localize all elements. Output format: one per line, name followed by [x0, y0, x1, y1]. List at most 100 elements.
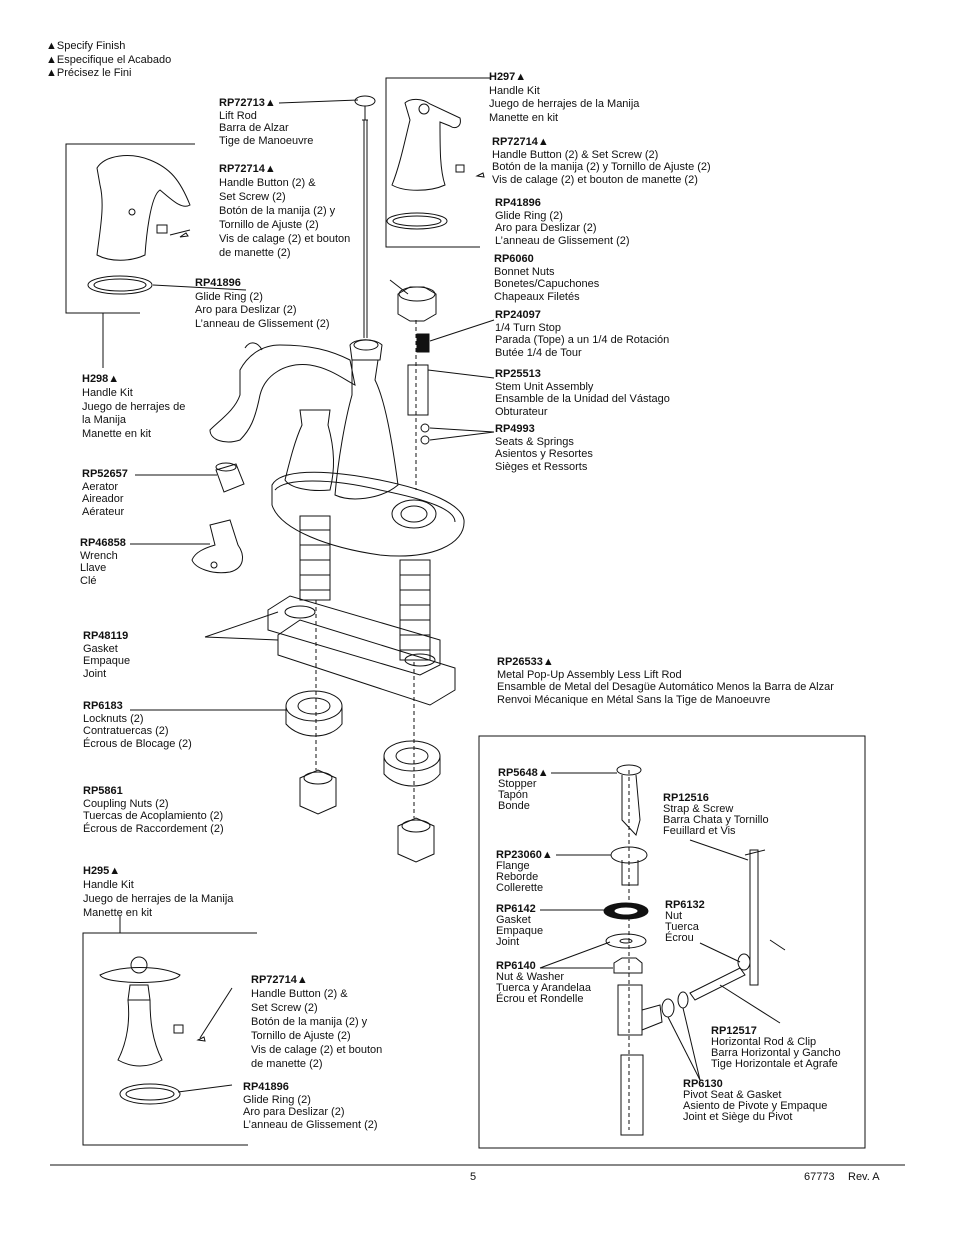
part-desc: Bonde: [498, 800, 530, 812]
part-desc: Locknuts (2): [83, 712, 144, 725]
wrench: [191, 519, 243, 574]
part-desc: Tapón: [498, 789, 528, 801]
part-desc: Metal Pop-Up Assembly Less Lift Rod: [497, 668, 682, 681]
callout-stopper: RP5648▲ Stopper Tapón Bonde: [498, 768, 549, 812]
lever-handle-kit-frame: [65, 143, 195, 314]
coupling-nuts: [299, 769, 435, 863]
metal-handle-kit-frame: [385, 77, 490, 248]
threaded-shanks: [299, 515, 431, 661]
part-desc: Gasket: [496, 914, 531, 926]
part-desc: Tuerca y Arandelaa: [496, 982, 591, 994]
part-desc: Écrou: [665, 932, 694, 944]
part-number: H298▲: [82, 373, 120, 385]
part-desc: Glide Ring (2): [195, 290, 263, 303]
part-desc: Nut & Washer: [496, 971, 565, 983]
part-desc: Feuillard et Vis: [663, 825, 736, 837]
part-number: RP26533▲: [497, 656, 554, 668]
popup-assembly-frame: [478, 735, 866, 1149]
callout-nut-washer: RP6140 Nut & Washer Tuerca y Arandelaa É…: [496, 961, 591, 1005]
part-number: RP48119: [83, 630, 129, 642]
part-desc: Juego de herrajes de: [82, 400, 186, 413]
part-desc: Manette en kit: [82, 428, 152, 441]
part-desc: Handle Button (2) & Set Screw (2): [492, 148, 659, 161]
part-desc: Flange: [496, 860, 530, 872]
part-desc: Asientos y Resortes: [495, 448, 593, 461]
part-desc: Barra Horizontal y Gancho: [711, 1047, 841, 1059]
part-desc: Collerette: [496, 882, 544, 894]
part-desc: Écrou et Rondelle: [496, 993, 584, 1005]
part-desc: Aro para Deslizar (2): [495, 222, 597, 235]
part-desc: Écrous de Blocage (2): [83, 737, 192, 750]
aerator: [215, 462, 245, 493]
part-desc: Chapeaux Filetés: [494, 290, 580, 303]
part-desc: Barra de Alzar: [219, 122, 289, 135]
part-desc: Juego de herrajes de la Manija: [489, 98, 640, 110]
part-desc: Botón de la manija (2) y: [251, 1016, 368, 1028]
part-desc: Handle Kit: [83, 879, 134, 891]
part-desc: Bonnet Nuts: [494, 265, 555, 278]
callout-drain-gasket: RP6142 Gasket Empaque Joint: [496, 904, 543, 948]
part-number: RP12516: [663, 792, 709, 804]
part-desc: Manette en kit: [489, 111, 559, 124]
part-desc: Renvoi Mécanique en Métal Sans la Tige d…: [497, 693, 771, 706]
part-desc: Aerator: [82, 480, 119, 493]
callout-strap-screw: RP12516 Strap & Screw Barra Chata y Torn…: [663, 793, 769, 837]
part-desc: L’anneau de Glissement (2): [243, 1118, 378, 1131]
lift-rod: [354, 95, 376, 338]
callout-glide-ring-metal: RP41896 Glide Ring (2) Aro para Deslizar…: [495, 197, 630, 247]
part-desc: Tornillo de Ajuste (2): [251, 1030, 351, 1042]
part-desc: Juego de herrajes de la Manija: [83, 893, 234, 905]
part-desc: Strap & Screw: [663, 803, 734, 815]
callout-nut: RP6132 Nut Tuerca Écrou: [665, 900, 705, 944]
part-number: RP4993: [495, 423, 535, 435]
part-number: RP41896: [195, 277, 241, 289]
part-desc: Handle Button (2) &: [251, 988, 348, 1000]
part-desc: Butée 1/4 de Tour: [495, 346, 582, 359]
callout-lift-rod: RP72713▲ Lift Rod Barra de Alzar Tige de…: [219, 97, 313, 147]
part-desc: Stopper: [498, 778, 537, 790]
part-desc: Botón de la manija (2) y Tornillo de Aju…: [492, 161, 711, 174]
part-desc: Coupling Nuts (2): [83, 797, 169, 810]
valve-stack: [397, 286, 437, 445]
callout-bonnet-nuts: RP6060 Bonnet Nuts Bonetes/Capuchones Ch…: [494, 253, 599, 303]
part-number: RP12517: [711, 1025, 757, 1037]
part-desc: Obturateur: [495, 405, 548, 418]
callout-locknuts: RP6183 Locknuts (2) Contratuercas (2) Éc…: [83, 700, 192, 750]
part-desc: Joint et Siège du Pivot: [683, 1111, 793, 1123]
part-desc: Sièges et Ressorts: [495, 460, 588, 473]
callout-h298: H298▲ Handle Kit Juego de herrajes de la…: [82, 373, 185, 442]
part-number: RP5861: [83, 785, 123, 797]
part-desc: Empaque: [83, 655, 131, 668]
callout-stem-unit: RP25513 Stem Unit Assembly Ensamble de l…: [495, 368, 670, 418]
callout-turn-stop: RP24097 1/4 Turn Stop Parada (Tope) a un…: [495, 309, 669, 359]
deck-gaskets: [267, 595, 456, 706]
part-desc: Tige de Manoeuvre: [219, 134, 314, 147]
part-desc: Vis de calage (2) et bouton: [251, 1044, 383, 1056]
part-desc: Ensamble de la Unidad del Vástago: [495, 393, 670, 406]
part-desc: Lift Rod: [219, 109, 257, 122]
part-desc: Manette en kit: [83, 907, 153, 919]
document-number: 67773: [804, 1171, 835, 1183]
part-number: RP6060: [494, 253, 534, 265]
callout-glide-ring-cross: RP41896 Glide Ring (2) Aro para Deslizar…: [243, 1081, 378, 1131]
part-desc: Asiento de Pivote y Empaque: [683, 1100, 828, 1112]
part-desc: Seats & Springs: [495, 435, 574, 448]
part-number: RP6132: [665, 899, 705, 911]
part-desc: Handle Kit: [489, 84, 540, 97]
part-number: RP24097: [495, 309, 541, 321]
finish-legend: ▲Specify Finish ▲Especifique el Acabado …: [46, 40, 171, 81]
callout-pivot-seat: RP6130 Pivot Seat & Gasket Asiento de Pi…: [683, 1079, 827, 1123]
part-desc: Clé: [80, 574, 97, 587]
part-number: RP46858: [80, 537, 126, 549]
lever-handle: [87, 155, 191, 295]
part-number: RP52657: [82, 468, 128, 480]
part-desc: Contratuercas (2): [83, 725, 169, 738]
part-desc: de manette (2): [219, 247, 291, 259]
part-desc: L’anneau de Glissement (2): [195, 317, 330, 330]
part-desc: Pivot Seat & Gasket: [683, 1089, 782, 1101]
part-desc: Aro para Deslizar (2): [195, 304, 297, 316]
part-desc: Écrous de Raccordement (2): [83, 822, 224, 835]
part-desc: Ensamble de Metal del Desagüe Automático…: [497, 681, 834, 694]
part-desc: Barra Chata y Tornillo: [663, 814, 769, 826]
part-desc: Tige Horizontale et Agrafe: [711, 1058, 838, 1070]
